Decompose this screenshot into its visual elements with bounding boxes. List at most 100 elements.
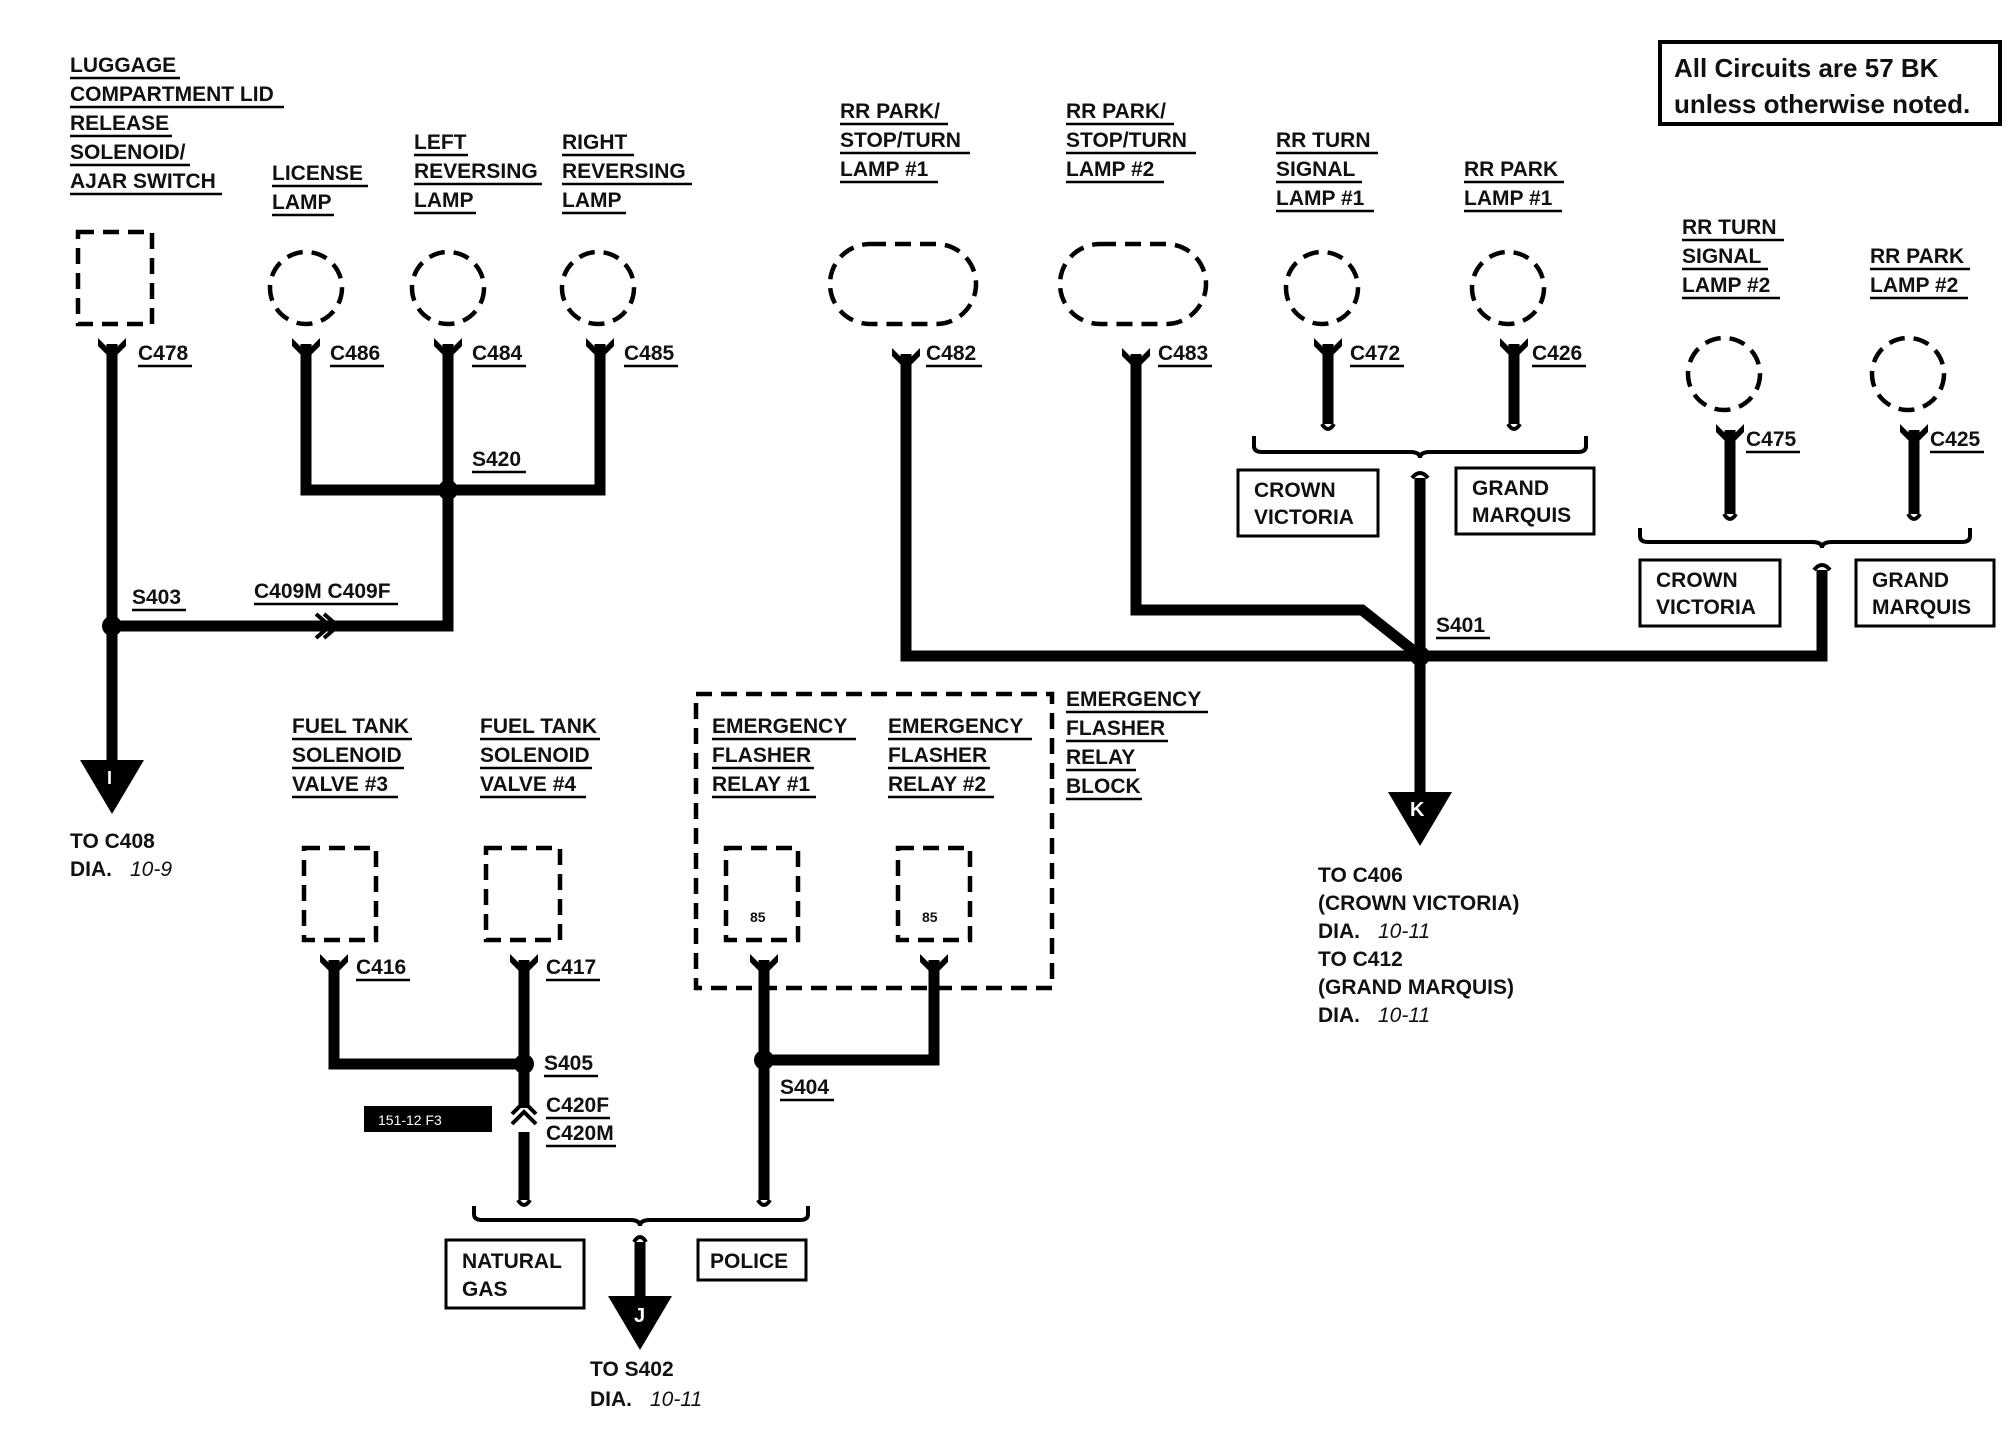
svg-text:LAMP: LAMP [414, 189, 474, 212]
svg-text:LICENSE: LICENSE [272, 162, 363, 185]
svg-text:RELAY #2: RELAY #2 [888, 773, 986, 796]
connector-marks [98, 338, 1928, 976]
arrow-i: I [80, 760, 144, 814]
c416-label: C416 [356, 956, 406, 979]
svg-text:RIGHT: RIGHT [562, 131, 628, 154]
grand-marquis-box-2: GRAND MARQUIS [1854, 558, 1996, 628]
svg-text:K: K [1410, 799, 1425, 821]
left-reversing-lamp-label: LEFT REVERSING LAMP [414, 131, 542, 215]
option-brackets [472, 436, 1972, 1227]
component-labels: LUGGAGE COMPARTMENT LID RELEASE SOLENOID… [70, 54, 1970, 801]
svg-text:CROWN: CROWN [1656, 569, 1738, 592]
svg-text:NATURAL: NATURAL [462, 1250, 562, 1273]
reference-j: TO S402 DIA. 10-11 [590, 1358, 702, 1411]
svg-text:DIA.: DIA. [590, 1388, 632, 1411]
rr-park-lamp-1-symbol [1469, 249, 1547, 327]
svg-text:RELEASE: RELEASE [70, 112, 169, 135]
svg-text:LAMP #2: LAMP #2 [1870, 274, 1958, 297]
rr-pst-lamp-2-symbol [1057, 241, 1209, 327]
svg-text:GRAND: GRAND [1872, 569, 1949, 592]
wire-end-hooks [516, 422, 1922, 1244]
reference-k: TO C406 (CROWN VICTORIA) DIA. 10-11 TO C… [1318, 864, 1519, 1027]
rr-turn-lamp-1-symbol [1283, 249, 1361, 327]
c485-label: C485 [624, 342, 675, 365]
s420-dot [438, 480, 458, 500]
svg-text:I: I [107, 768, 112, 788]
svg-text:LAMP #1: LAMP #1 [1464, 187, 1553, 210]
fuel-tank-valve-4-label: FUEL TANK SOLENOID VALVE #4 [480, 715, 600, 799]
svg-text:GRAND: GRAND [1472, 477, 1549, 500]
natural-gas-box: NATURAL GAS [444, 1238, 586, 1310]
s404-dot [754, 1050, 774, 1070]
rr-turn-signal-lamp-1-label: RR TURN SIGNAL LAMP #1 [1276, 129, 1378, 213]
rr-park-stop-turn-lamp-2-label: RR PARK/ STOP/TURN LAMP #2 [1066, 100, 1196, 184]
svg-text:TO C412: TO C412 [1318, 948, 1403, 971]
c426-label: C426 [1532, 342, 1582, 365]
inline-connector-c420 [510, 1099, 538, 1126]
right-reversing-lamp-label: RIGHT REVERSING LAMP [562, 131, 692, 215]
svg-text:STOP/TURN: STOP/TURN [840, 129, 961, 152]
rr-park-lamp-2-symbol [1869, 335, 1947, 413]
luggage-label: LUGGAGE COMPARTMENT LID RELEASE SOLENOID… [70, 54, 284, 196]
police-box: POLICE [696, 1238, 808, 1282]
svg-text:DIA.: DIA. [1318, 920, 1360, 943]
svg-text:LAMP #1: LAMP #1 [1276, 187, 1365, 210]
svg-text:VICTORIA: VICTORIA [1656, 596, 1756, 619]
s401-label: S401 [1436, 614, 1485, 637]
inline-connector-c409 [314, 612, 342, 640]
svg-text:RR PARK: RR PARK [1870, 245, 1964, 268]
svg-text:RR TURN: RR TURN [1682, 216, 1777, 239]
svg-text:unless otherwise noted.: unless otherwise noted. [1674, 89, 1970, 119]
rr-turn-signal-lamp-2-label: RR TURN SIGNAL LAMP #2 [1682, 216, 1784, 300]
svg-text:RR TURN: RR TURN [1276, 129, 1371, 152]
c484-label: C484 [472, 342, 523, 365]
rr-park-lamp-1-label: RR PARK LAMP #1 [1464, 158, 1564, 213]
svg-text:LAMP #1: LAMP #1 [840, 158, 929, 181]
svg-text:RELAY #1: RELAY #1 [712, 773, 810, 796]
right-reversing-lamp-symbol [559, 249, 637, 327]
svg-text:SOLENOID: SOLENOID [480, 744, 590, 767]
crown-victoria-box-1: CROWN VICTORIA [1236, 468, 1380, 538]
arrow-j: J [608, 1296, 672, 1350]
c482-label: C482 [926, 342, 976, 365]
svg-text:SOLENOID/: SOLENOID/ [70, 141, 186, 164]
svg-text:FLASHER: FLASHER [712, 744, 811, 767]
svg-text:10-11: 10-11 [1378, 920, 1430, 943]
svg-text:GAS: GAS [462, 1278, 508, 1301]
luggage-switch-symbol [75, 229, 155, 327]
svg-text:10-11: 10-11 [650, 1388, 702, 1411]
s403-dot [102, 616, 122, 636]
fuel-tank-valve-3-label: FUEL TANK SOLENOID VALVE #3 [292, 715, 412, 799]
c486-label: C486 [330, 342, 380, 365]
svg-text:VALVE #4: VALVE #4 [480, 773, 576, 796]
s405-label: S405 [544, 1052, 593, 1075]
svg-text:(GRAND MARQUIS): (GRAND MARQUIS) [1318, 976, 1514, 999]
svg-text:10-9: 10-9 [130, 858, 172, 881]
svg-text:SOLENOID: SOLENOID [292, 744, 402, 767]
svg-text:All Circuits are 57 BK: All Circuits are 57 BK [1674, 53, 1939, 83]
svg-text:MARQUIS: MARQUIS [1472, 504, 1571, 527]
option-boxes: CROWN VICTORIA GRAND MARQUIS CROWN VICTO… [444, 466, 1996, 1310]
svg-text:RELAY: RELAY [1066, 746, 1135, 769]
svg-text:STOP/TURN: STOP/TURN [1066, 129, 1187, 152]
emergency-flasher-relay-block-label: EMERGENCY FLASHER RELAY BLOCK [1066, 688, 1208, 801]
svg-text:RR PARK/: RR PARK/ [1066, 100, 1166, 123]
rr-pst-lamp-1-symbol [827, 241, 979, 327]
c409-label: C409M C409F [254, 580, 391, 603]
relay-block-symbol [693, 691, 1055, 991]
s420-label: S420 [472, 448, 521, 471]
c420m-label: C420M [546, 1122, 614, 1145]
emergency-flasher-relay-1-label: EMERGENCY FLASHER RELAY #1 [712, 715, 856, 799]
svg-text:RR PARK: RR PARK [1464, 158, 1558, 181]
svg-text:TO C406: TO C406 [1318, 864, 1403, 887]
svg-text:10-11: 10-11 [1378, 1004, 1430, 1027]
relay-2-symbol [895, 845, 973, 943]
emergency-flasher-relay-2-label: EMERGENCY FLASHER RELAY #2 [888, 715, 1032, 799]
svg-text:LAMP #2: LAMP #2 [1066, 158, 1154, 181]
svg-text:REVERSING: REVERSING [414, 160, 538, 183]
svg-text:CROWN: CROWN [1254, 479, 1336, 502]
svg-text:151-12 F3: 151-12 F3 [378, 1112, 442, 1128]
relay-1-pin: 85 [750, 909, 766, 925]
svg-text:LAMP: LAMP [272, 191, 332, 214]
